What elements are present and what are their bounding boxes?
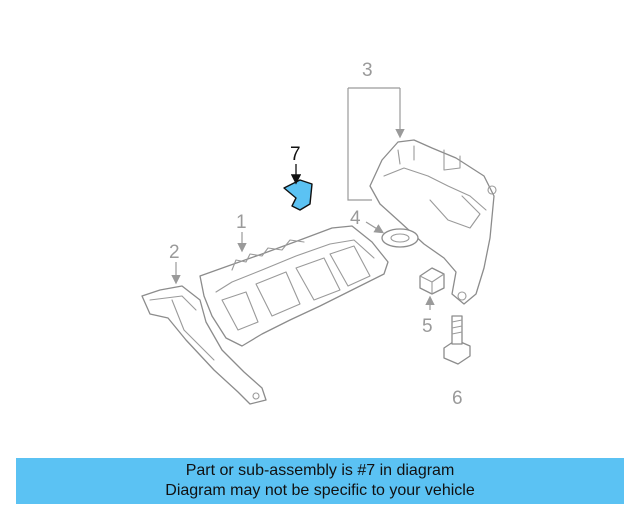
- parts-diagram: 1 2 3 4 5 6 7: [141, 60, 497, 409]
- part-3-splash-shield: [369, 139, 497, 305]
- callout-7: 7: [290, 144, 301, 165]
- part-2-bracket: [141, 285, 267, 405]
- part-1-engine-cover: [199, 225, 389, 347]
- part-4-grommet: [381, 228, 419, 248]
- part-7-highlighted: [283, 179, 313, 211]
- leader-4: [365, 221, 385, 234]
- callout-4: 4: [350, 208, 361, 229]
- banner-line-part-number: Part or sub-assembly is #7 in diagram: [185, 462, 455, 479]
- leader-3: [347, 87, 400, 201]
- callout-2: 2: [169, 242, 180, 263]
- callout-3: 3: [362, 60, 373, 81]
- part-6-bolt: [443, 315, 471, 365]
- info-banner: Part or sub-assembly is #7 in diagram Di…: [16, 458, 624, 504]
- callout-1: 1: [236, 212, 247, 233]
- callout-6: 6: [452, 388, 463, 409]
- banner-line-disclaimer: Diagram may not be specific to your vehi…: [165, 482, 475, 499]
- callout-5: 5: [422, 316, 433, 337]
- part-5-clip: [419, 267, 445, 295]
